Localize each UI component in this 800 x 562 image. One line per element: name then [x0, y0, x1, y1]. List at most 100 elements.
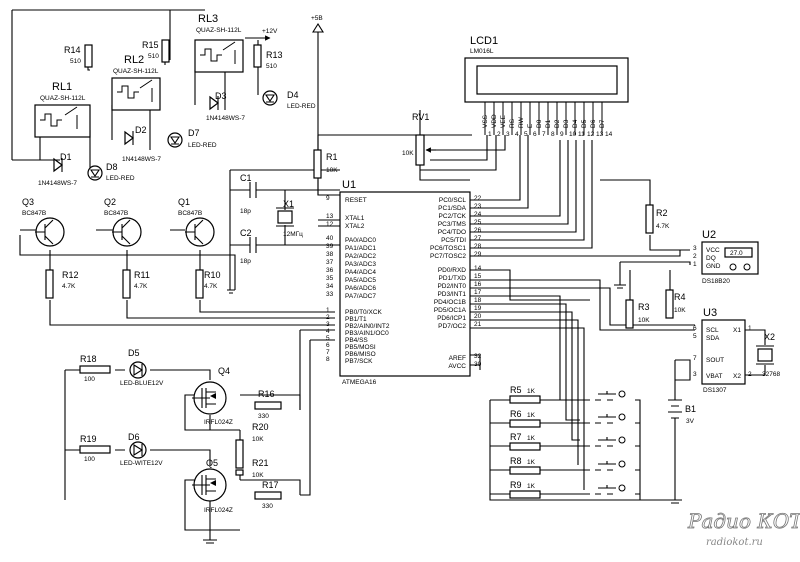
rtc-pin-name: X1: [733, 327, 741, 334]
resistor-ref: R1: [326, 152, 338, 162]
mcu-pin-number: 17: [474, 289, 482, 296]
mcu-ref: U1: [342, 179, 356, 191]
resistor-r1: R1 10K: [313, 149, 338, 179]
sensor-pin-name: GND: [706, 263, 721, 270]
resistor-value: 1K: [527, 483, 536, 490]
mcu-pin-name: RESET: [345, 197, 367, 204]
relay-rl1: RL1 QUAZ-SH-112L: [34, 81, 91, 138]
rtc-pin-number: 6: [693, 325, 697, 332]
mcu-pin-name: PB7/SCK: [345, 358, 373, 365]
transistor-ref: Q1: [178, 197, 190, 207]
resistor-ref: R21: [252, 458, 269, 468]
mcu-pin-number: 30: [474, 361, 482, 368]
lcd-pin-number: 7: [542, 131, 546, 138]
mcu-pin-number: 15: [474, 273, 482, 280]
lcd-pin-number: 12: [587, 131, 595, 138]
transistor-q2: Q2 BC847B: [104, 197, 142, 247]
mcu-pin-number: 9: [326, 195, 330, 202]
resistor-ref: R12: [62, 270, 79, 280]
diode-ref: D2: [135, 125, 147, 135]
lcd-model: LM016L: [470, 48, 494, 55]
transistor-value: BC847B: [22, 210, 46, 217]
mcu-pin-name: AREF: [449, 355, 466, 362]
mcu-pin-number: 32: [474, 353, 482, 360]
crystal-ref: X1: [283, 199, 294, 209]
mcu-pin-number: 23: [474, 203, 482, 210]
plus12-label: +12V: [262, 28, 278, 35]
resistor-r19: R19 100: [79, 434, 111, 463]
resistor-value: 10K: [252, 472, 264, 479]
watermark-title: Радио КОТ: [687, 509, 800, 533]
mcu-pin-name: PD6/ICP1: [437, 315, 466, 322]
mcu-pin-number: 34: [326, 283, 334, 290]
resistor-ref: R14: [64, 45, 81, 55]
mcu-pin-number: 35: [326, 275, 334, 282]
mcu-pin-name: XTAL2: [345, 223, 365, 230]
rtc-ref: U3: [703, 307, 717, 319]
mcu-pin-number: 36: [326, 267, 334, 274]
transistor-q3: Q3 BC847B: [22, 197, 65, 247]
mosfet-q5: Q5 IRFL024Z: [192, 458, 233, 514]
resistor-r10: R10 4.7K: [195, 269, 221, 299]
sensor-pin-number: 1: [693, 261, 697, 268]
led-value: LED-BLUE12V: [120, 380, 164, 387]
diode-d1: D1 1N4148WS-7: [38, 152, 77, 187]
battery-ref: B1: [685, 404, 696, 414]
resistor-ref: R8: [510, 456, 522, 466]
led-d8: D8 LED-RED: [87, 162, 135, 182]
mcu-pin-name: PD1/TXD: [439, 275, 467, 282]
mosfet-value: IRFL024Z: [204, 507, 233, 514]
lcd-lm016l: LCD1 LM016L VSS1VDD2VEE3RS4RW5E6D07D18D2…: [464, 35, 629, 138]
rtc-pin-number: 1: [748, 325, 752, 332]
wires: [11, 9, 766, 540]
rtc-pin-number: 3: [693, 371, 697, 378]
led-value: LED-RED: [106, 175, 135, 182]
mcu-model: ATMEGA16: [342, 379, 377, 386]
mcu-pin-name: PA0/ADC0: [345, 237, 376, 244]
mosfet-ref: Q5: [206, 458, 218, 468]
mcu-pin-name: PB0/T0/XCK: [345, 309, 383, 316]
resistor-r21: R21 10K: [235, 458, 269, 479]
cap-ref: C1: [240, 173, 252, 183]
mcu-pin-name: PD2/INT0: [437, 283, 466, 290]
led-ref: D7: [188, 128, 200, 138]
cap-ref: C2: [240, 228, 252, 238]
relay-rl2: RL2 QUAZ-SH-112L: [111, 54, 161, 111]
resistor-ref: R4: [674, 292, 686, 302]
resistor-r16: R16 330: [254, 389, 282, 420]
relay-ref: RL2: [124, 54, 144, 66]
mcu-pin-number: 18: [474, 297, 482, 304]
resistor-value: 4.7K: [62, 283, 76, 290]
mcu-pin-name: PC3/TMS: [438, 221, 467, 228]
rtc-pin-name: SCL: [706, 327, 719, 334]
lcd-pin-number: 5: [524, 131, 528, 138]
mcu-pin-number: 37: [326, 259, 334, 266]
transistor-q1: Q1 BC847B: [178, 197, 215, 247]
mcu-pin-name: PA3/ADC3: [345, 261, 376, 268]
diode-value: 1N4148WS-7: [122, 156, 161, 163]
mcu-pin-name: PC7/TOSC2: [430, 253, 466, 260]
push-buttons: [595, 390, 626, 495]
watermark: Радио КОТ radiokot.ru: [687, 509, 800, 548]
resistor-ref: R16: [258, 389, 275, 399]
mcu-pin-name: PB6/MISO: [345, 351, 376, 358]
resistor-r11: R11 4.7K: [122, 269, 150, 299]
mcu-pin-number: 33: [326, 291, 334, 298]
resistor-value: 1K: [527, 435, 536, 442]
mcu-pin-number: 1: [326, 307, 330, 314]
sensor-pin-number: 3: [693, 245, 697, 252]
resistor-value: 4.7K: [204, 283, 218, 290]
relay-model: QUAZ-SH-112L: [196, 27, 242, 34]
sensor-model: DS18B20: [702, 278, 730, 285]
relay-model: QUAZ-SH-112L: [40, 95, 86, 102]
lcd-pin-number: 2: [497, 131, 501, 138]
resistor-value: 4.7K: [134, 283, 148, 290]
mcu-pin-name: PA4/ADC4: [345, 269, 376, 276]
diode-d2: D2 1N4148WS-7: [122, 125, 161, 163]
resistor-value: 1K: [527, 412, 536, 419]
mcu-atmega16: U1 ATMEGA16 RESET9XTAL113XTAL212PA0/ADC0…: [326, 179, 482, 386]
lcd-pin-number: 4: [515, 131, 519, 138]
mcu-pin-number: 39: [326, 243, 334, 250]
led-d6: D6 LED-WITE12V: [120, 432, 163, 467]
